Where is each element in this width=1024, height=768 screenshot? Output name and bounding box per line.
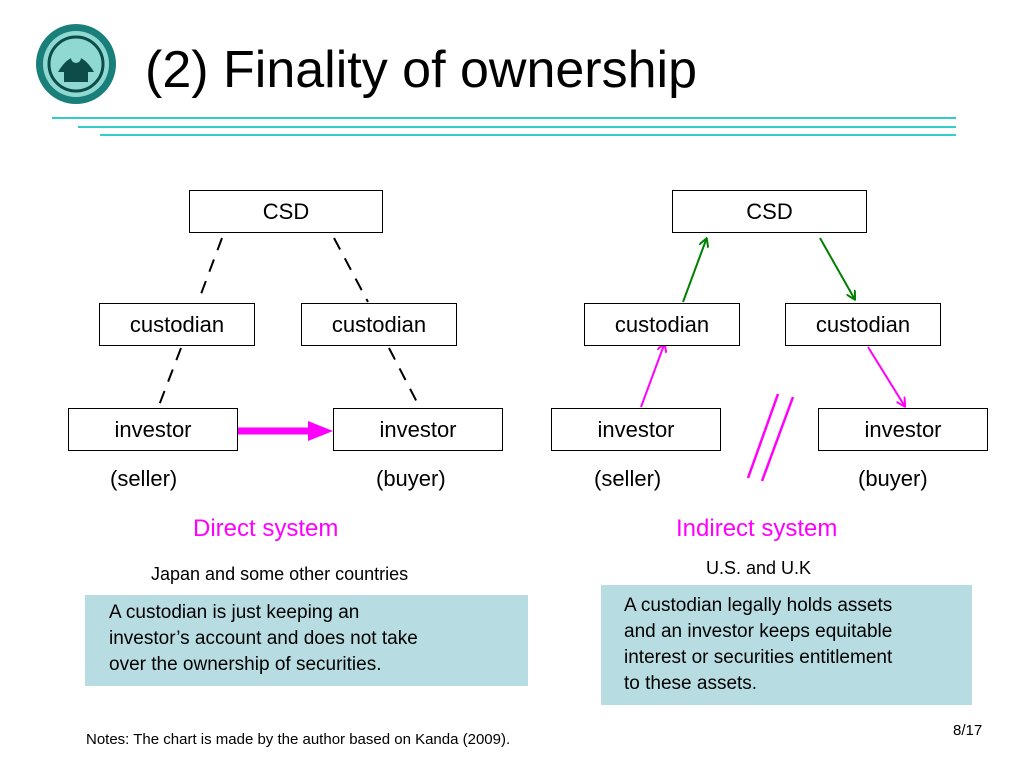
indirect-system-note: A custodian legally holds assets and an …: [601, 585, 972, 705]
seller-label-indirect: (seller): [594, 466, 662, 491]
note-line: A custodian legally holds assets: [624, 595, 893, 616]
custodian-box-indirect-right: custodian: [785, 303, 941, 346]
header-rule-top: [52, 117, 956, 119]
buyer-label-indirect: (buyer): [858, 466, 928, 491]
footer-notes: Notes: The chart is made by the author b…: [86, 731, 511, 748]
header-rule-middle: [78, 126, 956, 128]
dash-csd-custodian-right: [333, 237, 369, 303]
direct-system-label: Direct system: [193, 515, 339, 542]
green-arrow-up: [682, 240, 706, 303]
break-mark-1: [746, 393, 780, 479]
direct-system-region: Japan and some other countries: [151, 564, 409, 584]
buyer-label-direct: (buyer): [376, 466, 446, 491]
indirect-system-label: Indirect system: [676, 515, 838, 542]
note-line: investor’s account and does not take: [109, 628, 418, 649]
csd-box-indirect: CSD: [672, 190, 867, 233]
magenta-arrow-up: [640, 345, 664, 408]
note-line: interest or securities entitlement: [624, 647, 893, 668]
investor-box-indirect-buyer: investor: [818, 408, 988, 451]
break-mark-2: [760, 396, 795, 482]
investor-box-direct-buyer: investor: [333, 408, 503, 451]
header-rule-bottom: [100, 134, 956, 136]
note-line: to these assets.: [624, 673, 758, 694]
custodian-box-indirect-left: custodian: [584, 303, 740, 346]
green-arrow-down: [819, 237, 854, 298]
custodian-box-direct-right: custodian: [301, 303, 457, 346]
magenta-arrow-down: [867, 346, 904, 405]
dash-csd-custodian-left: [197, 237, 223, 303]
page-number: 8/17: [953, 722, 983, 739]
note-line: A custodian is just keeping an: [109, 602, 360, 623]
indirect-system-region: U.S. and U.K: [706, 558, 812, 578]
note-line: over the ownership of securities.: [109, 654, 382, 675]
dash-custodian-investor-left: [157, 347, 182, 409]
custodian-box-direct-left: custodian: [99, 303, 255, 346]
seller-label-direct: (seller): [110, 466, 178, 491]
page-title: (2) Finality of ownership: [145, 41, 697, 99]
note-line: and an investor keeps equitable: [624, 621, 893, 642]
direct-system-note: A custodian is just keeping an investor’…: [85, 595, 528, 686]
csd-box-direct: CSD: [189, 190, 383, 233]
dash-custodian-investor-right: [388, 347, 421, 409]
transfer-arrow-head: [308, 421, 333, 441]
investor-box-direct-seller: investor: [68, 408, 238, 451]
seal-emblem-icon: [36, 24, 116, 104]
investor-box-indirect-seller: investor: [551, 408, 721, 451]
